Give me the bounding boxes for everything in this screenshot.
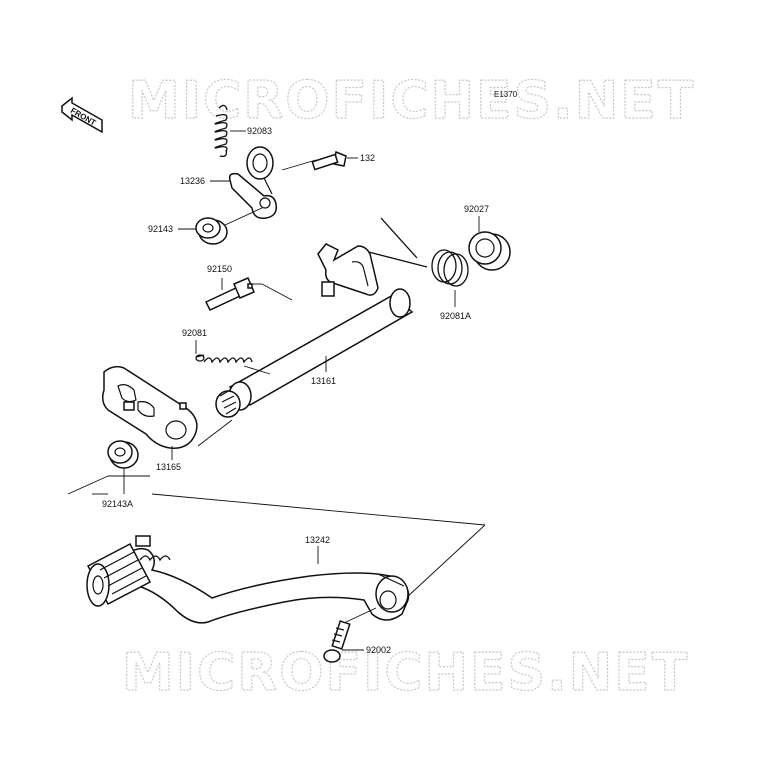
front-arrow-icon: FRONT	[61, 96, 103, 134]
callout-132: 132	[360, 153, 375, 163]
callout-92002: 92002	[366, 645, 391, 655]
callout-13165: 13165	[156, 462, 181, 472]
part-92143-collar	[195, 217, 228, 245]
part-92002-bolt	[323, 620, 351, 663]
part-92081-spring	[195, 354, 253, 364]
part-92027-seal	[468, 231, 511, 271]
callout-92081: 92081	[182, 328, 207, 338]
part-13236-arm	[228, 146, 278, 220]
callout-13161: 13161	[311, 376, 336, 386]
callout-13236: 13236	[180, 176, 205, 186]
callout-92150: 92150	[207, 264, 232, 274]
callout-92081A: 92081A	[440, 311, 471, 321]
watermark-top: MICROFICHES.NET	[128, 71, 695, 131]
part-13242-pedal	[86, 535, 410, 624]
part-92143A-washer	[107, 440, 139, 469]
callout-92143: 92143	[148, 224, 173, 234]
part-13165-plate	[101, 365, 198, 449]
part-13161-shaft	[215, 243, 414, 418]
watermark-bottom: MICROFICHES.NET	[122, 643, 689, 703]
part-92150-pin	[204, 277, 255, 311]
callout-92083: 92083	[247, 126, 272, 136]
diagram-code: E1370	[494, 90, 518, 99]
callout-13242: 13242	[305, 535, 330, 545]
part-132-bolt	[311, 150, 347, 171]
callout-92027: 92027	[464, 204, 489, 214]
part-92083-spring	[214, 104, 228, 158]
callout-92143A: 92143A	[102, 499, 133, 509]
